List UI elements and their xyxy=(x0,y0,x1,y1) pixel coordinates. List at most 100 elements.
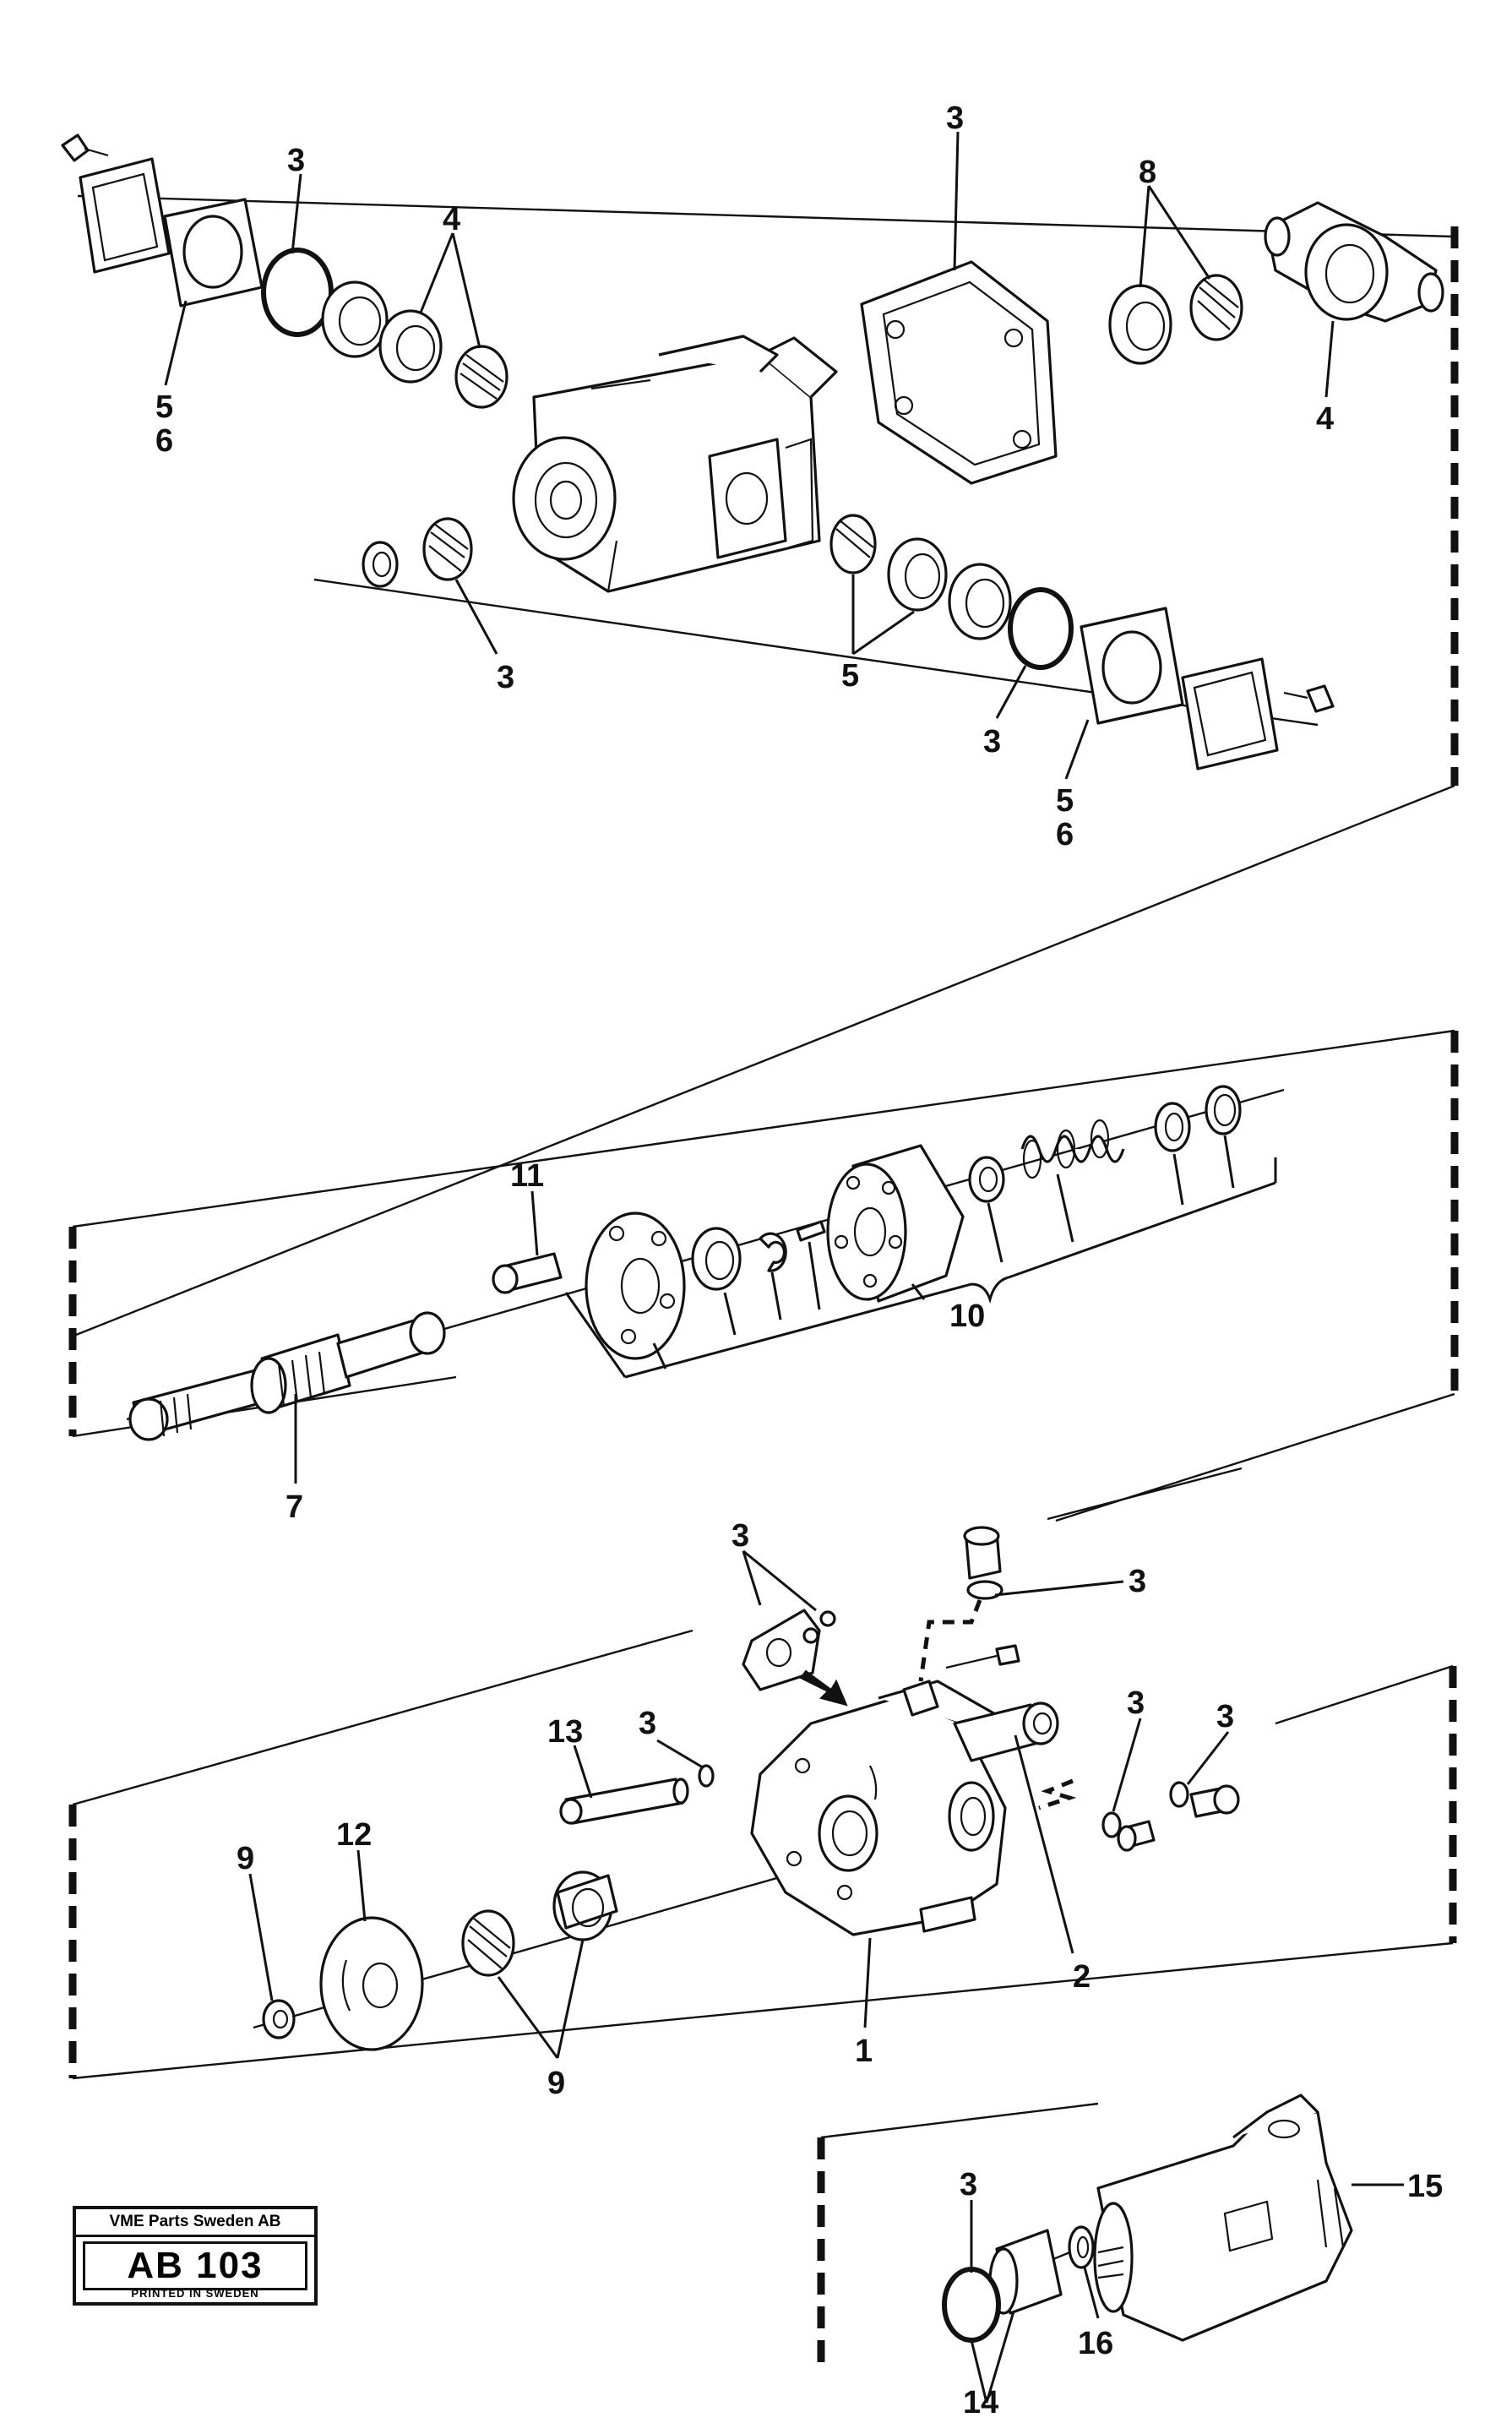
drive-shaft xyxy=(128,1311,446,1441)
edge-low-top-left xyxy=(72,1629,693,1806)
guide-pin-11 xyxy=(492,1252,563,1294)
leader-11 xyxy=(530,1190,539,1256)
leader-lines-bottom xyxy=(970,2183,1404,2404)
spring xyxy=(1020,1119,1125,1179)
axis-top-upper xyxy=(77,194,1454,238)
callout-top-5-b: 5 xyxy=(841,658,859,694)
callout-low-3-c: 3 xyxy=(639,1706,656,1741)
callout-top-3-c: 3 xyxy=(497,660,514,695)
roller-bearing-4 xyxy=(454,345,509,409)
pump-housing xyxy=(512,335,838,593)
spring-seat xyxy=(1154,1102,1191,1152)
bearing-ring-5 xyxy=(948,563,1012,640)
callout-mid-11: 11 xyxy=(510,1158,544,1194)
screw-right xyxy=(1283,684,1335,713)
plug-top xyxy=(963,1526,1002,1580)
cover-plate-left xyxy=(79,157,171,274)
callout-top-5-c: 5 xyxy=(1056,783,1074,819)
edge-lower-top-right xyxy=(1047,1467,1243,1521)
o-ring-plug-a xyxy=(1101,1811,1122,1838)
gasket-small xyxy=(742,1609,836,1691)
gasket-right xyxy=(1080,607,1184,725)
callouts: 3 4 5 6 3 8 4 3 5 3 5 6 11 10 7 3 3 13 3… xyxy=(155,101,1443,2420)
callout-bot-3: 3 xyxy=(960,2167,977,2202)
retaining-clip xyxy=(759,1232,787,1272)
direction-arrow xyxy=(799,1669,848,1707)
leader-lines-top xyxy=(164,131,1335,780)
swash-plate xyxy=(319,1916,424,2051)
callout-low-1: 1 xyxy=(855,2034,873,2069)
callout-low-3-b: 3 xyxy=(1129,1564,1146,1599)
o-ring-lower-right xyxy=(1008,587,1074,670)
roller-bearing-5 xyxy=(829,514,877,574)
gasket-large xyxy=(860,260,1058,485)
pin-13 xyxy=(559,1778,689,1825)
stamp-company: VME Parts Sweden AB xyxy=(76,2209,314,2237)
kit-bracket-10 xyxy=(564,1135,1277,1379)
top-assembly xyxy=(61,131,1459,1337)
bearing-ring-top-left xyxy=(321,280,389,358)
callout-low-2: 2 xyxy=(1073,1959,1090,1995)
leader-lines-lower xyxy=(248,1549,1230,2059)
callout-top-3-a: 3 xyxy=(287,143,305,178)
plug-a xyxy=(1117,1820,1156,1852)
plug-b xyxy=(1189,1784,1240,1818)
cover-plate-right xyxy=(1181,657,1279,770)
o-ring-plug-b xyxy=(1169,1781,1189,1808)
callout-top-4-a: 4 xyxy=(443,202,460,237)
sleeve-14 xyxy=(988,2229,1063,2315)
edge-low-top-right xyxy=(1275,1664,1454,1725)
valve-cartridge xyxy=(953,1702,1059,1762)
callout-bot-14: 14 xyxy=(963,2385,998,2420)
bottom-assembly xyxy=(817,2094,1404,2404)
callout-low-3-d: 3 xyxy=(1127,1685,1145,1721)
section-edge-top xyxy=(75,784,1455,1337)
seal-ring-lower-left xyxy=(362,541,399,588)
publisher-stamp: VME Parts Sweden AB AB 103 PRINTED IN SW… xyxy=(73,2206,318,2306)
lower-assembly xyxy=(68,1467,1457,2080)
callout-mid-7: 7 xyxy=(286,1489,303,1525)
bearing-cup-5 xyxy=(887,537,948,612)
auxiliary-pump xyxy=(1093,2094,1353,2342)
callout-low-9-a: 9 xyxy=(237,1841,254,1876)
callout-low-3-a: 3 xyxy=(732,1518,749,1554)
callout-top-3-b: 3 xyxy=(946,101,964,136)
pump-cover xyxy=(750,1680,1007,1936)
key-pin xyxy=(796,1220,826,1242)
callout-low-12: 12 xyxy=(336,1817,372,1853)
screw-top-left xyxy=(61,133,109,162)
seal-washer-top xyxy=(966,1580,1003,1600)
dash-link-top xyxy=(918,1599,982,1682)
seal-ring-9 xyxy=(262,1999,296,2039)
callout-top-5-a: 5 xyxy=(155,389,173,425)
edge-low-bottom xyxy=(72,1941,1454,2080)
seal-ring-end xyxy=(1205,1085,1242,1135)
bearing-cup-4 xyxy=(378,309,443,384)
bushing xyxy=(691,1227,742,1291)
roller-bearing-9 xyxy=(461,1909,515,1977)
callout-top-8: 8 xyxy=(1139,155,1156,190)
edge-mid-top xyxy=(72,1029,1455,1228)
stamp-code: AB 103 xyxy=(83,2241,307,2290)
callout-low-13: 13 xyxy=(547,1714,583,1750)
seal-ring-16 xyxy=(1068,2225,1095,2269)
callout-bot-16: 16 xyxy=(1078,2326,1113,2361)
callout-low-3-e: 3 xyxy=(1216,1699,1234,1734)
roller-bearing-lower-left xyxy=(422,517,473,581)
port-plate xyxy=(585,1212,686,1360)
o-ring-14 xyxy=(942,2267,1001,2343)
bearing-cup-8 xyxy=(1108,284,1172,365)
roller-bearing-8 xyxy=(1189,274,1243,341)
callout-top-6-a: 6 xyxy=(155,423,173,459)
washer xyxy=(968,1156,1005,1203)
bearing-flange-right xyxy=(1264,201,1444,323)
o-ring-top-left xyxy=(261,248,334,337)
gasket-left xyxy=(163,198,264,308)
callout-top-6-c: 6 xyxy=(1056,817,1074,852)
callout-mid-10: 10 xyxy=(949,1299,985,1334)
screw-small xyxy=(945,1644,1020,1669)
middle-assembly xyxy=(68,1029,1459,1522)
callout-top-3-d: 3 xyxy=(983,724,1001,760)
callout-top-4-b: 4 xyxy=(1316,401,1334,437)
